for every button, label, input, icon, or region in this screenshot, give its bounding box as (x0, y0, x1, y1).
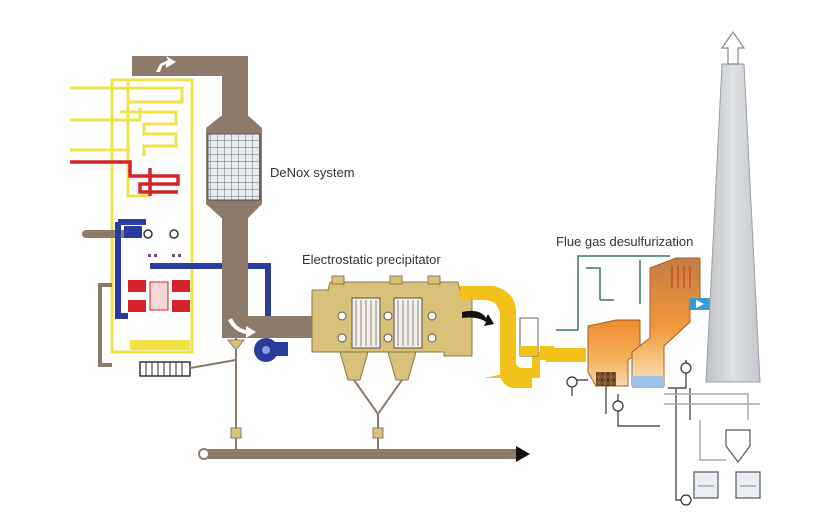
esp-body (311, 281, 473, 357)
esp-label: Electrostatic precipitator (302, 252, 441, 267)
electrostatic-precipitator (311, 275, 473, 452)
steam-pipe-blue (115, 219, 271, 320)
gypsum-layer (596, 372, 616, 386)
ash-removal-line (189, 338, 530, 462)
slurry-tank-2 (735, 471, 761, 499)
fgd-green-lines (556, 255, 670, 331)
flow-arrow-icon (228, 318, 256, 338)
feed-lines (70, 82, 184, 198)
fgd-piping (571, 360, 691, 501)
catalyst-grid (207, 133, 261, 201)
fan-icon (254, 338, 288, 362)
absorber (587, 319, 641, 387)
conveyor-start (198, 448, 210, 460)
gas-heater-fill (520, 346, 538, 356)
ash-hopper (130, 340, 190, 350)
esp-hopper-1 (339, 351, 369, 381)
pump-icon (680, 494, 692, 506)
ash-conveyor (139, 361, 191, 377)
rotary-valve (372, 427, 384, 439)
burners (128, 280, 190, 312)
esp-plates (355, 300, 419, 346)
ash-conveyor-pipe (204, 449, 520, 459)
boiler (70, 78, 271, 377)
chimney-stack (705, 63, 761, 383)
rotary-valve (230, 427, 242, 439)
flow-arrow-icon (516, 446, 530, 462)
denox-label: DeNox system (270, 165, 355, 180)
flue-gas-desulfurization (556, 255, 761, 506)
flue-duct-yellow (460, 286, 586, 388)
flue-duct-bend (460, 286, 532, 388)
hydrocyclone (725, 429, 751, 463)
boiler-bracket (98, 283, 112, 367)
chimney-exhaust-arrow-icon (720, 30, 746, 65)
flue-duct-to-fgd (546, 348, 586, 362)
burner-dot (143, 229, 153, 239)
wash-zone (632, 376, 664, 388)
ash-conveyor-ribs (145, 362, 183, 376)
chimney (705, 30, 761, 383)
pump-icon (612, 400, 624, 412)
fgd-sprays (671, 266, 691, 288)
fgd-label: Flue gas desulfurization (556, 234, 693, 249)
denox-reactor (206, 112, 262, 222)
flow-arrow-icon (696, 300, 704, 308)
superheater-red (70, 160, 180, 196)
burner-dot (169, 229, 179, 239)
esp-rappers (337, 311, 437, 343)
fgd-gray-lines (664, 393, 760, 461)
flow-arrow-icon (156, 56, 176, 72)
esp-hopper-2 (387, 351, 417, 381)
boiler-wall (110, 78, 194, 354)
flow-arrow-icon (462, 310, 494, 326)
fgd-tower (631, 257, 701, 387)
pump-icon (566, 376, 578, 388)
slurry-tank-1 (693, 471, 719, 499)
pump-icon (680, 362, 692, 374)
flue-duct-rise (484, 346, 554, 378)
boiler-markers (148, 254, 181, 257)
drum (124, 226, 142, 238)
esp-ash-lines (353, 379, 403, 452)
